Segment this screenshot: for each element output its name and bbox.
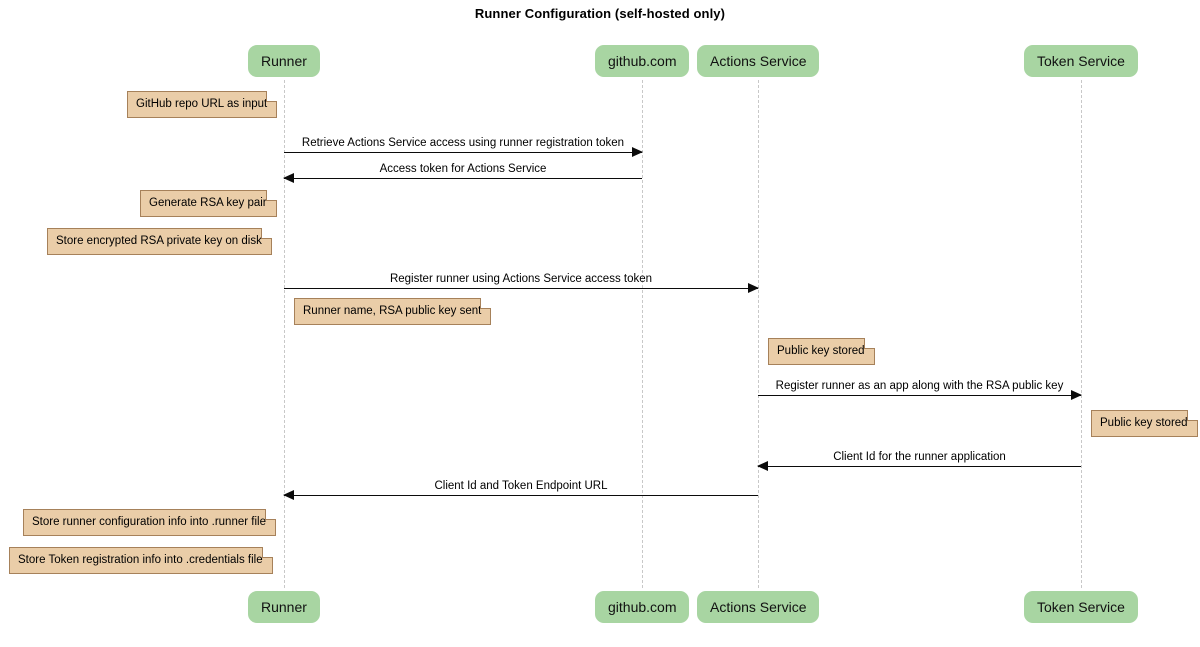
note-3: Store encrypted RSA private key on disk (47, 228, 272, 255)
message-arrow-3: Register runner using Actions Service ac… (284, 273, 759, 293)
participant-token-top[interactable]: Token Service (1024, 45, 1138, 77)
note-fold-corner-icon (265, 190, 277, 201)
note-fold-corner-icon (863, 338, 875, 349)
diagram-title: Runner Configuration (self-hosted only) (474, 6, 726, 21)
note-fold-corner-icon (264, 509, 276, 520)
arrowhead-right-icon (632, 147, 643, 157)
note-fold-corner-icon (480, 298, 492, 309)
lifeline-actions (758, 80, 759, 588)
note-fold-corner-icon (266, 91, 278, 102)
message-arrow-2: Access token for Actions Service (283, 163, 642, 183)
arrowhead-left-icon (757, 461, 768, 471)
note-1: GitHub repo URL as input (127, 91, 278, 118)
note-8: Store Token registration info into .cred… (9, 547, 273, 574)
participant-runner-bottom[interactable]: Runner (248, 591, 320, 623)
note-6: Public key stored (1091, 410, 1198, 437)
message-arrow-6: Client Id and Token Endpoint URL (283, 480, 758, 500)
message-arrow-5: Client Id for the runner application (757, 451, 1081, 471)
participant-actions-top[interactable]: Actions Service (697, 45, 820, 77)
participant-actions-bottom[interactable]: Actions Service (697, 591, 820, 623)
message-label-1: Retrieve Actions Service access using ru… (301, 137, 625, 149)
message-arrow-1: Retrieve Actions Service access using ru… (284, 137, 643, 157)
arrowhead-right-icon (1071, 390, 1082, 400)
arrowhead-left-icon (283, 173, 294, 183)
note-fold-corner-icon (260, 228, 272, 239)
message-arrow-4: Register runner as an app along with the… (758, 380, 1082, 400)
lifeline-token (1081, 80, 1082, 588)
note-fold-corner-icon (261, 547, 273, 558)
lifeline-runner (284, 80, 285, 588)
note-7: Store runner configuration info into .ru… (23, 509, 276, 536)
arrowhead-right-icon (748, 283, 759, 293)
note-5: Public key stored (768, 338, 875, 365)
message-label-4: Register runner as an app along with the… (775, 380, 1064, 392)
participant-github-bottom[interactable]: github.com (595, 591, 690, 623)
message-label-2: Access token for Actions Service (379, 163, 547, 175)
note-fold-corner-icon (1186, 410, 1198, 421)
message-label-3: Register runner using Actions Service ac… (389, 273, 653, 285)
message-label-5: Client Id for the runner application (833, 451, 1006, 463)
note-2: Generate RSA key pair (140, 190, 277, 217)
participant-runner-top[interactable]: Runner (248, 45, 320, 77)
note-4: Runner name, RSA public key sent (294, 298, 492, 325)
message-label-6: Client Id and Token Endpoint URL (434, 480, 608, 492)
participant-token-bottom[interactable]: Token Service (1024, 591, 1138, 623)
participant-github-top[interactable]: github.com (595, 45, 690, 77)
lifeline-github (642, 80, 643, 588)
arrowhead-left-icon (283, 490, 294, 500)
